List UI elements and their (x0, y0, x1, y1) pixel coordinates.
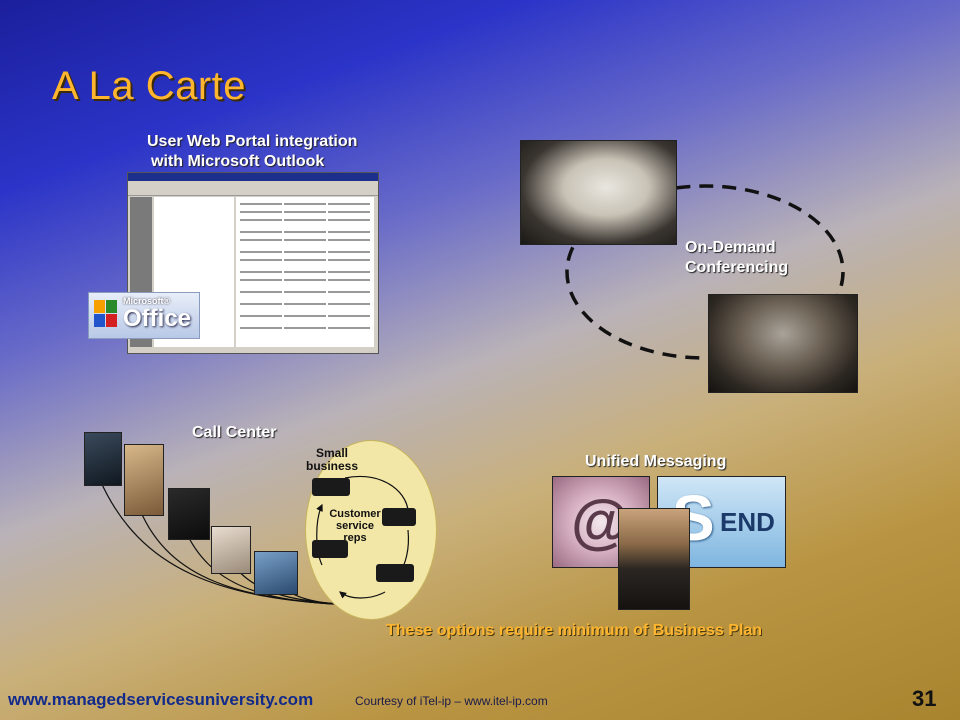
outlook-label-line2: with Microsoft Outlook (151, 153, 325, 170)
conferencing-dashed-ring (565, 184, 845, 360)
small-business-text: Small business (302, 447, 362, 473)
outlook-titlebar (128, 173, 378, 181)
conference-meeting-photo-1 (520, 140, 677, 245)
microsoft-office-logo: Microsoft® Office (88, 292, 200, 339)
small-business-line2: business (305, 459, 359, 473)
call-center-agent-photo-2 (124, 444, 164, 516)
slide-title: A La Carte (52, 64, 247, 108)
call-center-agent-photo-3 (168, 488, 210, 540)
business-plan-notice: These options require minimum of Busines… (386, 622, 763, 639)
send-key-end: END (720, 507, 775, 537)
call-center-agent-photo-4 (211, 526, 251, 574)
outlook-label-line1: User Web Portal integration (147, 133, 358, 150)
outlook-toolbar (128, 181, 378, 196)
conferencing-label: On-Demand Conferencing (685, 238, 788, 278)
outlook-label: User Web Portal integration with Microso… (147, 132, 357, 172)
outlook-contacts-grid (236, 197, 374, 347)
footer-website-link[interactable]: www.managedservicesuniversity.com (8, 690, 314, 709)
conferencing-label-line1: On-Demand (685, 239, 776, 256)
businessman-phone-photo (618, 508, 690, 610)
unified-messaging-label: Unified Messaging (585, 453, 727, 470)
office-logo-microsoft-text: Microsoft® (123, 296, 171, 306)
small-business-line1: Small (315, 446, 348, 460)
courtesy-credit: Courtesy of iTel-ip – www.itel-ip.com (355, 694, 548, 708)
conference-meeting-photo-2 (708, 294, 858, 393)
call-center-agent-photo-5 (254, 551, 298, 595)
call-center-label: Call Center (192, 424, 277, 441)
conferencing-label-line2: Conferencing (685, 259, 789, 276)
reps-line3: reps (343, 532, 367, 544)
small-business-oval (305, 440, 437, 620)
office-puzzle-icon (94, 300, 117, 327)
page-number: 31 (912, 686, 937, 711)
reps-line1: Customer (329, 508, 381, 520)
customer-service-reps-text: Customer service reps (322, 508, 388, 544)
phone-cycle-diagram (312, 475, 416, 599)
reps-line2: service (336, 520, 374, 532)
office-logo-office-text: Office (123, 305, 192, 332)
call-center-agent-photo-1 (84, 432, 122, 486)
